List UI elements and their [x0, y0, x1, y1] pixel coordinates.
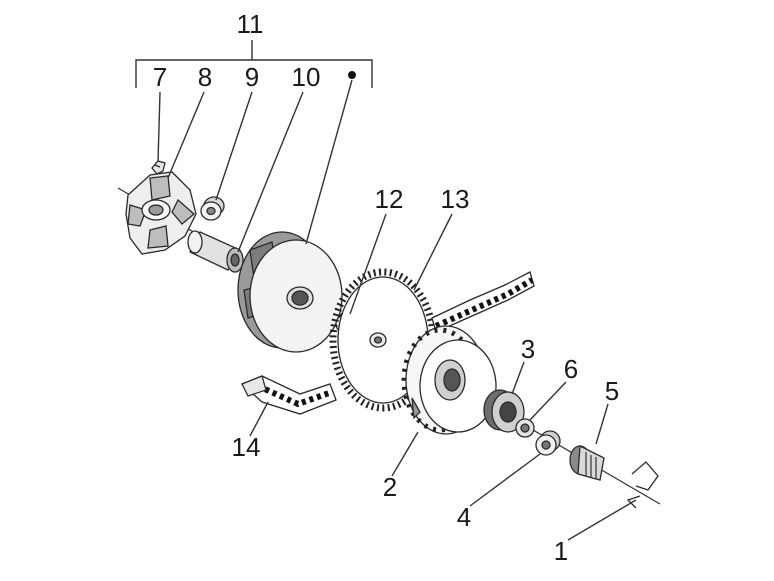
callout-11: 11 — [237, 9, 264, 39]
callout-10: 10 — [292, 62, 321, 92]
part-6-washer — [515, 418, 535, 438]
part-1-spring-clip — [626, 461, 659, 509]
callout-7: 7 — [153, 62, 167, 92]
leader-lines — [157, 79, 637, 541]
callout-5: 5 — [605, 376, 619, 406]
callout-13: 13 — [441, 184, 470, 214]
group-bracket-11 — [135, 40, 373, 88]
part-2-fixed-pulley — [401, 325, 497, 435]
part-5-pinion-shaft — [569, 444, 605, 481]
callout-2: 2 — [383, 472, 397, 502]
callout-9: 9 — [245, 62, 259, 92]
callout-14: 14 — [232, 432, 261, 462]
included-dot-marker — [348, 71, 356, 79]
callout-12: 12 — [375, 184, 404, 214]
callout-4: 4 — [457, 502, 471, 532]
part-8-ramp-plate — [125, 171, 197, 255]
part-movable-pulley-half — [237, 231, 343, 353]
callout-6: 6 — [564, 354, 578, 384]
part-14-drive-belt — [240, 271, 535, 415]
part-4-bushing — [535, 430, 561, 456]
callout-8: 8 — [198, 62, 212, 92]
part-10-sleeve — [187, 230, 244, 273]
callout-3: 3 — [521, 334, 535, 364]
part-9-bushing — [200, 196, 225, 221]
callout-1: 1 — [554, 536, 568, 566]
part-3-hub-nut — [483, 389, 525, 433]
part-7-clip — [151, 160, 166, 175]
